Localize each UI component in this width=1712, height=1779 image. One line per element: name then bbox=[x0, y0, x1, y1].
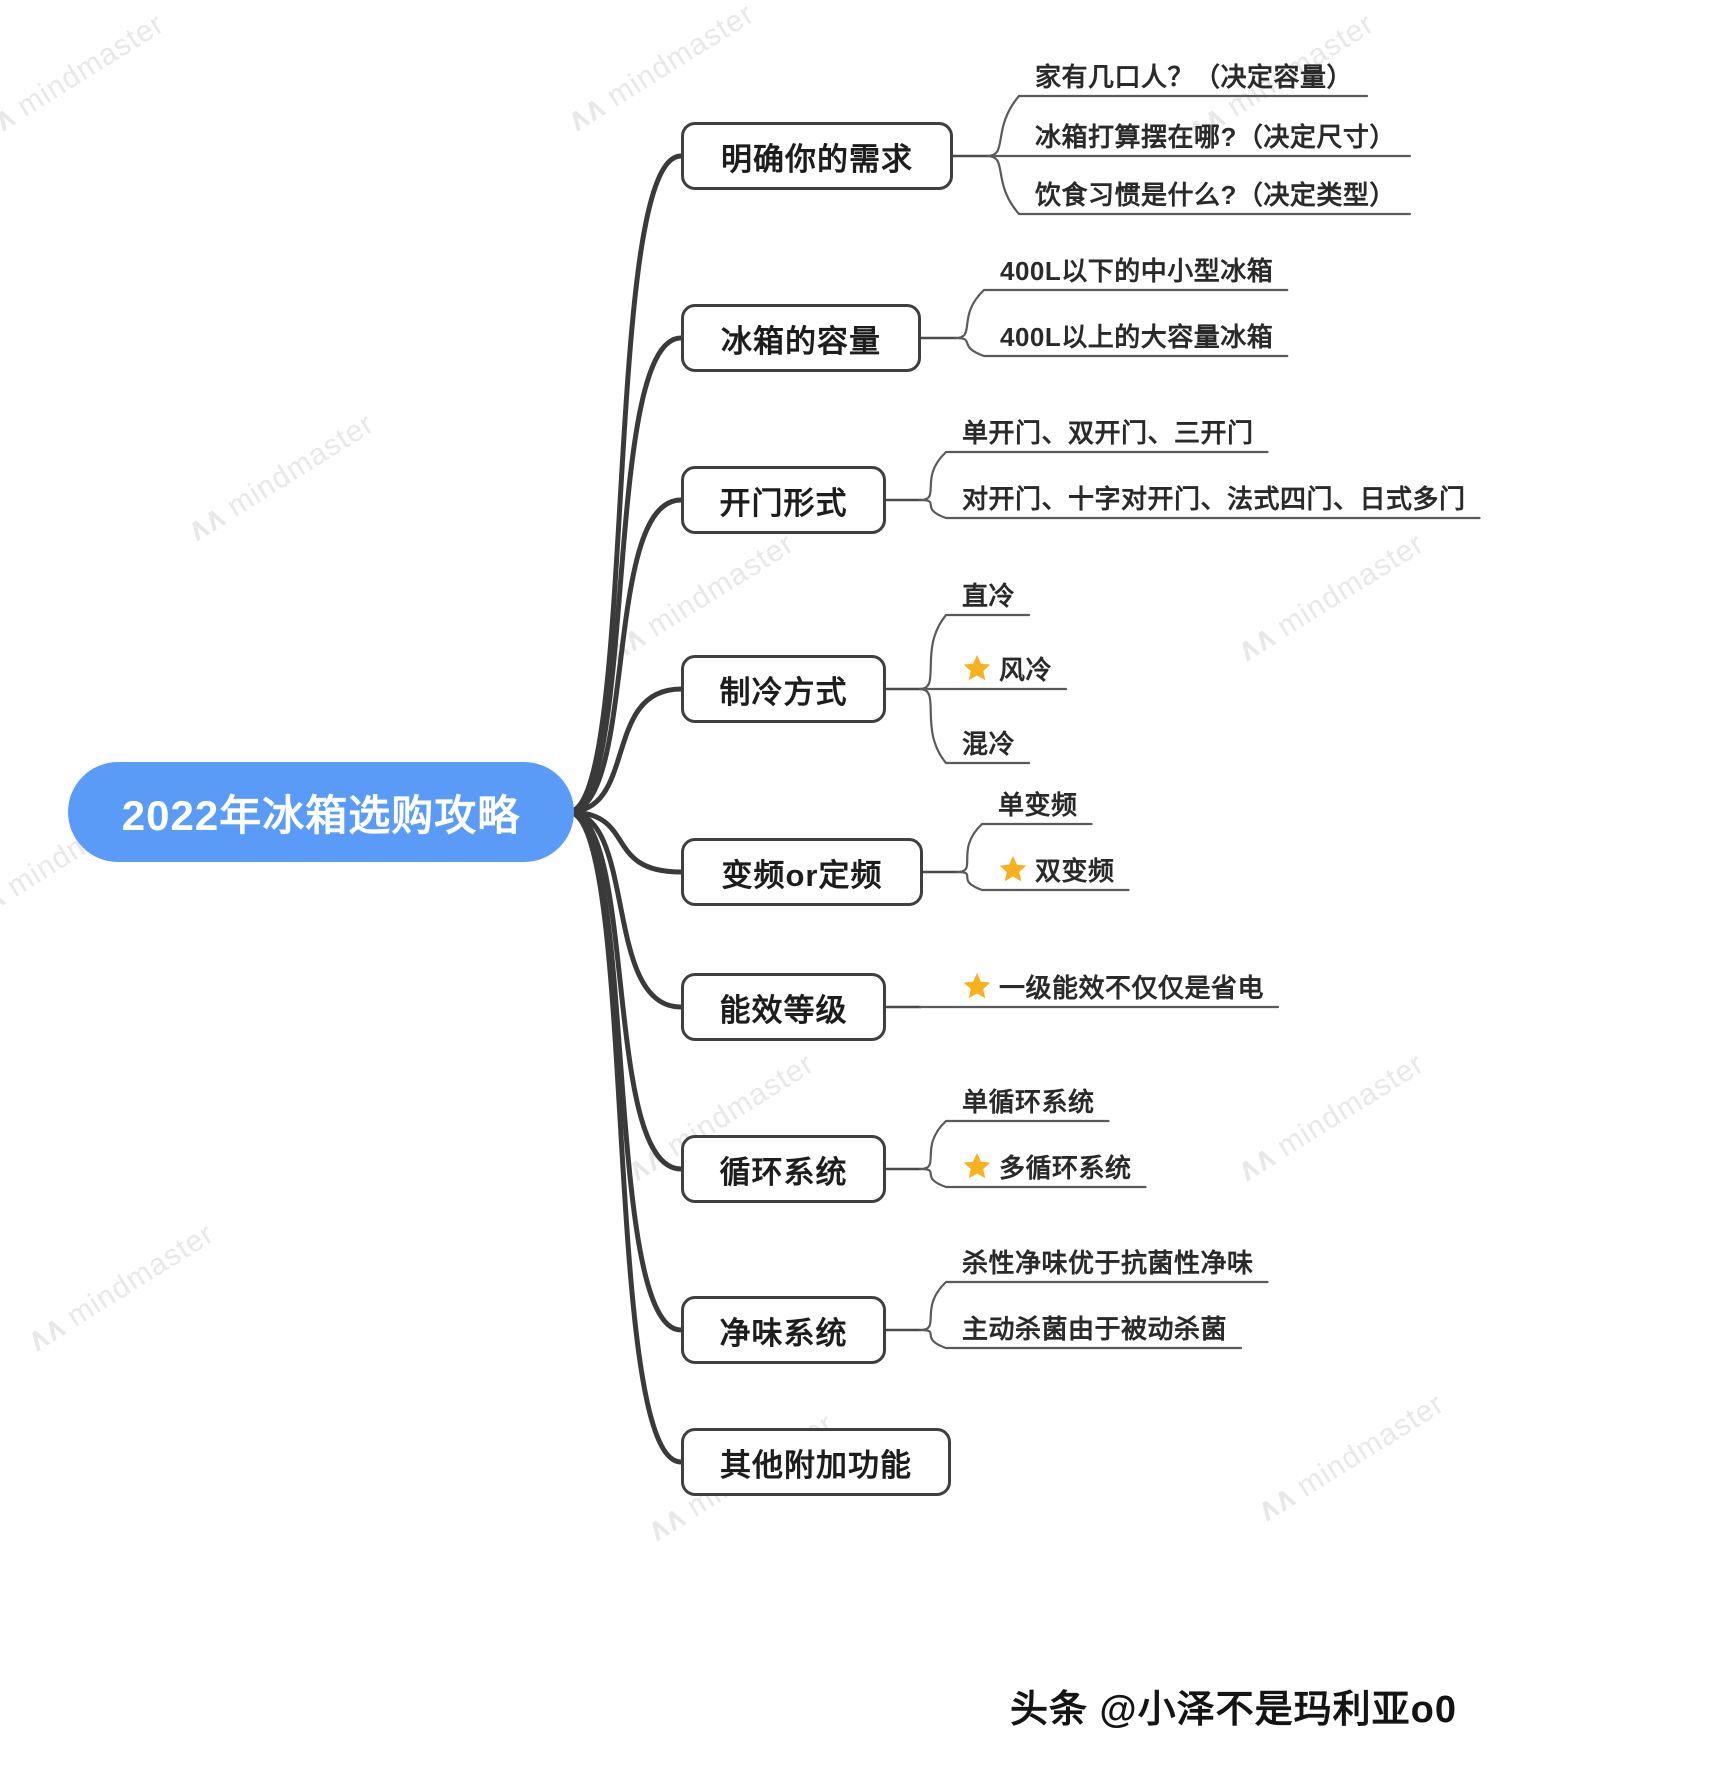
leaf-node-label: 饮食习惯是什么?（决定类型） bbox=[1035, 179, 1396, 210]
leaf-node-label: 400L以上的大容量冰箱 bbox=[1000, 321, 1274, 352]
leaf-node[interactable]: 饮食习惯是什么?（决定类型） bbox=[1035, 172, 1396, 214]
mindmaster-watermark: ∧∧mindmaster bbox=[600, 526, 801, 669]
leaf-node[interactable]: 一级能效不仅仅是省电 bbox=[962, 965, 1264, 1007]
topic-node[interactable]: 冰箱的容量 bbox=[681, 304, 921, 372]
mindmaster-watermark: ∧∧mindmaster bbox=[0, 6, 171, 149]
topic-node-label: 能效等级 bbox=[719, 992, 848, 1028]
watermark-text: mindmaster bbox=[61, 1217, 221, 1334]
leaf-node-label: 杀性净味优于抗菌性净味 bbox=[962, 1247, 1254, 1278]
watermark-text: mindmaster bbox=[601, 0, 761, 114]
topic-node-label: 明确你的需求 bbox=[721, 141, 913, 177]
leaf-node-label: 多循环系统 bbox=[999, 1152, 1132, 1183]
topic-node-label: 变频or定频 bbox=[721, 857, 883, 893]
topic-node[interactable]: 净味系统 bbox=[681, 1296, 886, 1364]
leaf-node-label: 一级能效不仅仅是省电 bbox=[999, 972, 1265, 1003]
leaf-node[interactable]: 混冷 bbox=[962, 721, 1015, 763]
mindmaster-logo-icon: ∧∧ bbox=[560, 90, 611, 139]
topic-node-label: 开门形式 bbox=[719, 485, 848, 521]
leaf-node-label: 单变频 bbox=[998, 789, 1078, 820]
mindmaster-logo-icon: ∧∧ bbox=[620, 1140, 671, 1189]
watermark-text: mindmaster bbox=[1291, 1387, 1451, 1504]
watermark-text: mindmaster bbox=[1271, 1047, 1431, 1164]
watermark-text: mindmaster bbox=[221, 407, 381, 524]
leaf-node-label: 对开门、十字对开门、法式四门、日式多门 bbox=[962, 483, 1466, 514]
leaf-node[interactable]: 单变频 bbox=[998, 782, 1078, 824]
leaf-node-label: 主动杀菌由于被动杀菌 bbox=[962, 1313, 1228, 1344]
leaf-node[interactable]: 多循环系统 bbox=[962, 1145, 1132, 1187]
watermark-text: mindmaster bbox=[11, 7, 171, 124]
mindmaster-logo-icon: ∧∧ bbox=[1230, 620, 1281, 669]
topic-node[interactable]: 其他附加功能 bbox=[681, 1428, 951, 1496]
topic-node[interactable]: 循环系统 bbox=[681, 1135, 886, 1203]
leaf-node[interactable]: 400L以上的大容量冰箱 bbox=[1000, 314, 1273, 356]
leaf-node-label: 单开门、双开门、三开门 bbox=[962, 417, 1254, 448]
star-icon bbox=[963, 655, 991, 681]
topic-node[interactable]: 制冷方式 bbox=[681, 655, 886, 723]
leaf-node[interactable]: 单开门、双开门、三开门 bbox=[962, 410, 1254, 452]
mindmaster-logo-icon: ∧∧ bbox=[20, 1310, 71, 1359]
central-topic-label: 2022年冰箱选购攻略 bbox=[121, 791, 521, 839]
leaf-node-label: 双变频 bbox=[1035, 855, 1115, 886]
leaf-node-label: 单循环系统 bbox=[962, 1086, 1095, 1117]
mindmaster-watermark: ∧∧mindmaster bbox=[560, 0, 761, 140]
leaf-node[interactable]: 冰箱打算摆在哪?（决定尺寸） bbox=[1035, 114, 1396, 156]
mindmaster-watermark: ∧∧mindmaster bbox=[1230, 1046, 1431, 1189]
leaf-node[interactable]: 主动杀菌由于被动杀菌 bbox=[962, 1306, 1227, 1348]
mindmaster-watermark: ∧∧mindmaster bbox=[180, 406, 381, 549]
leaf-node-label: 冰箱打算摆在哪?（决定尺寸） bbox=[1035, 121, 1396, 152]
star-icon bbox=[999, 856, 1027, 882]
mindmaster-logo-icon: ∧∧ bbox=[1230, 1140, 1281, 1189]
topic-node-label: 循环系统 bbox=[719, 1154, 848, 1190]
topic-node[interactable]: 明确你的需求 bbox=[681, 122, 953, 190]
mindmaster-logo-icon: ∧∧ bbox=[640, 1500, 691, 1549]
leaf-node-label: 400L以下的中小型冰箱 bbox=[1000, 255, 1274, 286]
leaf-node[interactable]: 400L以下的中小型冰箱 bbox=[1000, 248, 1273, 290]
leaf-node[interactable]: 双变频 bbox=[998, 848, 1115, 890]
topic-node[interactable]: 变频or定频 bbox=[681, 838, 923, 906]
mindmaster-watermark: ∧∧mindmaster bbox=[1250, 1386, 1451, 1529]
leaf-node-label: 混冷 bbox=[962, 728, 1016, 759]
leaf-node[interactable]: 风冷 bbox=[962, 647, 1052, 689]
topic-node[interactable]: 开门形式 bbox=[681, 466, 886, 534]
leaf-node[interactable]: 直冷 bbox=[962, 573, 1015, 615]
leaf-node[interactable]: 杀性净味优于抗菌性净味 bbox=[962, 1240, 1254, 1282]
watermark-text: mindmaster bbox=[1271, 527, 1431, 644]
topic-node-label: 净味系统 bbox=[719, 1315, 848, 1351]
leaf-node[interactable]: 家有几口人？（决定容量） bbox=[1035, 54, 1353, 96]
topic-node-label: 其他附加功能 bbox=[720, 1447, 912, 1483]
topic-node-label: 冰箱的容量 bbox=[721, 323, 881, 359]
mindmaster-logo-icon: ∧∧ bbox=[180, 500, 231, 549]
star-icon bbox=[963, 973, 991, 999]
leaf-node-label: 直冷 bbox=[962, 580, 1016, 611]
topic-node[interactable]: 能效等级 bbox=[681, 973, 886, 1041]
mindmaster-logo-icon: ∧∧ bbox=[0, 100, 21, 149]
leaf-node-label: 家有几口人？（决定容量） bbox=[1035, 61, 1354, 92]
leaf-node-label: 风冷 bbox=[999, 654, 1053, 685]
mindmaster-logo-icon: ∧∧ bbox=[1250, 1480, 1301, 1529]
topic-node-label: 制冷方式 bbox=[719, 674, 848, 710]
author-signature: 头条 @小泽不是玛利亚o0 bbox=[1010, 1689, 1457, 1731]
leaf-node[interactable]: 单循环系统 bbox=[962, 1079, 1095, 1121]
central-topic[interactable]: 2022年冰箱选购攻略 bbox=[68, 762, 574, 862]
star-icon bbox=[963, 1153, 991, 1179]
mindmaster-watermark: ∧∧mindmaster bbox=[20, 1216, 221, 1359]
leaf-node[interactable]: 对开门、十字对开门、法式四门、日式多门 bbox=[962, 476, 1466, 518]
mindmaster-watermark: ∧∧mindmaster bbox=[1230, 526, 1431, 669]
watermark-text: mindmaster bbox=[641, 527, 801, 644]
mindmaster-logo-icon: ∧∧ bbox=[600, 620, 651, 669]
